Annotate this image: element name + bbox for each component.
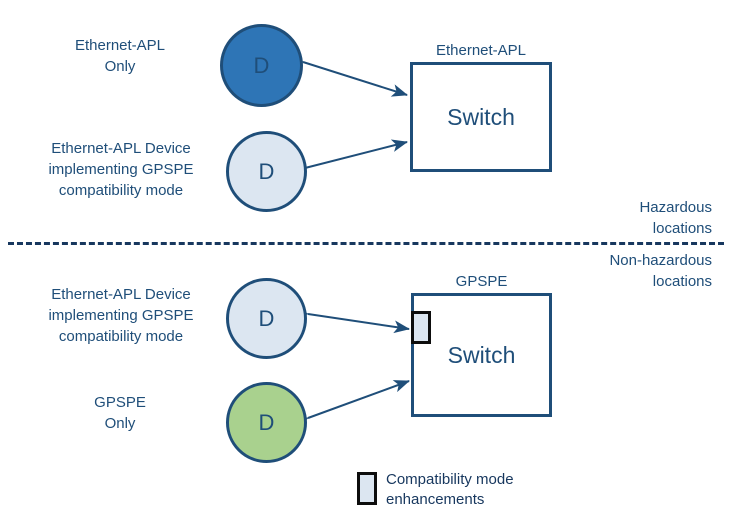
switch-caption-ethernet-apl: Ethernet-APL: [435, 42, 527, 59]
switch-caption-gpspe: GPSPE: [455, 273, 508, 290]
device-label-ethernet-apl-only: Ethernet-APL Only: [74, 37, 166, 75]
device-node-glyph: D: [253, 52, 270, 78]
arrow-compat-device-to-gpspe-switch: [292, 305, 410, 334]
compatibility-mode-enhancement-port[interactable]: [411, 311, 431, 344]
zone-label-non-hazardous: Non-hazardous locations: [609, 252, 712, 290]
device-node-gpspe-only[interactable]: D: [226, 382, 307, 463]
hazardous-boundary-divider: [8, 242, 724, 245]
arrow-apl-compat-to-switch: [288, 139, 408, 178]
switch-box-label: Switch: [447, 103, 515, 130]
device-node-apl-device-gpspe-compat-non-hazardous[interactable]: D: [226, 278, 307, 359]
legend-swatch-compatibility-mode: [357, 472, 377, 505]
switch-box-label: Switch: [447, 341, 516, 368]
device-label-apl-device-gpspe-compat-hazardous: Ethernet-APL Device implementing GPSPE c…: [48, 140, 194, 199]
legend-label-compatibility-mode: Compatibility mode enhancements: [386, 471, 514, 508]
arrow-apl-only-to-switch: [286, 51, 408, 97]
device-label-apl-device-gpspe-compat-non-hazardous: Ethernet-APL Device implementing GPSPE c…: [48, 286, 194, 345]
switch-box-gpspe[interactable]: Switch: [411, 293, 552, 417]
device-node-glyph: D: [258, 409, 275, 435]
zone-label-hazardous: Hazardous locations: [639, 199, 712, 237]
arrow-gpspe-only-to-switch: [291, 380, 410, 430]
switch-box-ethernet-apl[interactable]: Switch: [410, 62, 552, 172]
device-node-glyph: D: [258, 305, 275, 331]
device-node-ethernet-apl-only[interactable]: D: [220, 24, 303, 107]
device-node-glyph: D: [258, 158, 275, 184]
device-label-gpspe-only: GPSPE Only: [94, 394, 146, 432]
device-node-apl-device-gpspe-compat-hazardous[interactable]: D: [226, 131, 307, 212]
